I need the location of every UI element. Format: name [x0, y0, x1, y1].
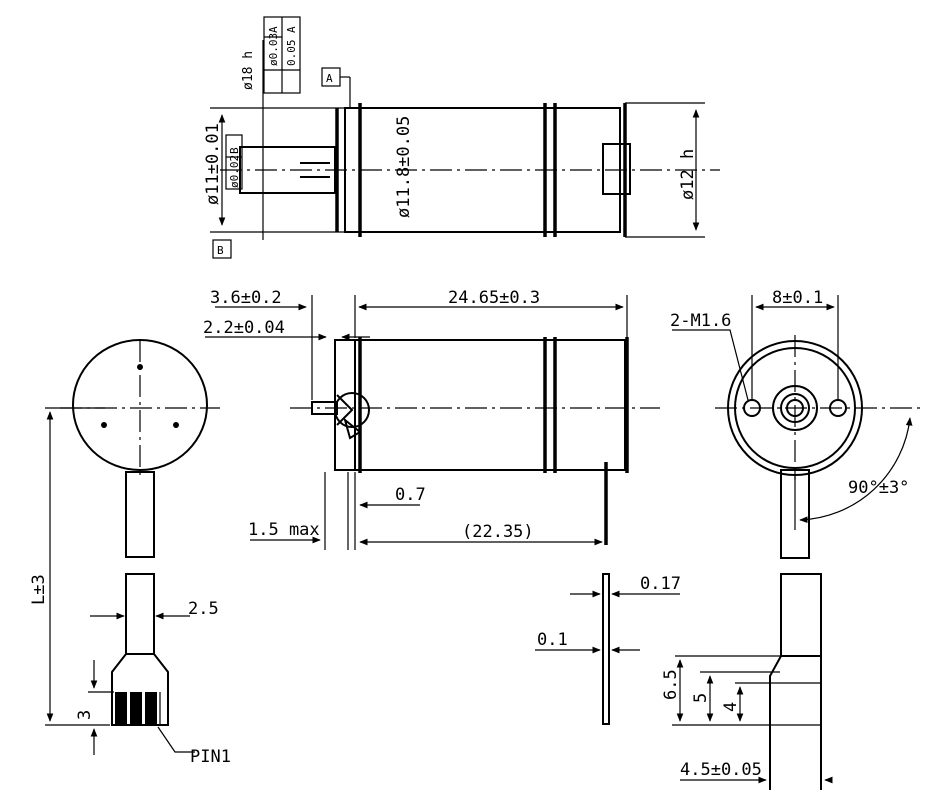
fcf-top: ø0.03 A 0.05 A	[263, 16, 301, 94]
datum-b: B	[217, 244, 224, 257]
shaft-fcf-box	[225, 134, 243, 190]
top-view: ø0.03 A 0.05 A ø18 h A B ø0.02 B ø11±0.0…	[203, 16, 720, 259]
dim-0-7-label: 0.7	[395, 485, 426, 505]
dim-24-65-label: 24.65±0.3	[448, 288, 540, 308]
dim-6-5-label: 6.5	[661, 669, 681, 700]
terminal-detail: 0.17 0.1	[535, 573, 681, 725]
fcf1-tol: ø0.03	[267, 33, 280, 66]
top-tol-label: ø18 h	[241, 51, 256, 90]
fcf2-tol: 0.05	[285, 40, 298, 67]
motor-diameter-label: ø12 h	[678, 149, 698, 200]
fcf1-ref: A	[267, 26, 280, 33]
datum-a: A	[326, 72, 333, 85]
dim-4-5-label: 4.5±0.05	[680, 760, 762, 780]
shaft-fcf-tol: ø0.02	[228, 155, 241, 188]
left-connector	[111, 653, 169, 726]
left-view: L±3 2.5 3 PIN1	[29, 339, 231, 767]
dim-8-label: 8±0.1	[772, 288, 823, 308]
dim-5-label: 5	[691, 693, 711, 703]
pin1-label: PIN1	[190, 747, 231, 767]
top-shaft	[239, 146, 336, 194]
fcf2-ref: A	[285, 26, 298, 33]
dim-0-17-label: 0.17	[640, 574, 681, 594]
terminal-blade	[602, 573, 610, 725]
left-cable-lower	[125, 573, 155, 655]
dim-2-2-label: 2.2±0.04	[203, 318, 285, 338]
side-view: 3.6±0.2 24.65±0.3 2.2±0.04 0.7 1.5 max (…	[203, 288, 660, 550]
angle-label: 90°±3°	[848, 478, 909, 498]
left-length-label: L±3	[29, 574, 49, 605]
left-pin-height-label: 3	[75, 710, 95, 720]
datum-b-box	[212, 239, 232, 259]
end-view: 8±0.1 2-M1.6 90°±3°	[670, 288, 920, 559]
body-diameter-label: ø11.8±0.05	[394, 116, 414, 218]
top-terminal-tab	[602, 143, 631, 195]
left-cable	[125, 471, 155, 558]
dim-4-label: 4	[721, 702, 741, 712]
side-shaft	[311, 401, 338, 415]
connector-detail: 6.5 5 4 4.5±0.05	[661, 573, 833, 790]
side-body	[354, 339, 626, 471]
dim-1-5-label: 1.5 max	[248, 520, 320, 540]
connector-cable	[780, 573, 822, 657]
holes-label: 2-M1.6	[670, 311, 731, 331]
shaft-fcf-ref: B	[228, 147, 241, 154]
shaft-diameter-label: ø11±0.01	[203, 123, 223, 205]
dim-3-6-label: 3.6±0.2	[210, 288, 282, 308]
dim-0-1-label: 0.1	[537, 630, 568, 650]
dim-22-35-label: (22.35)	[462, 522, 534, 542]
left-width-label: 2.5	[188, 599, 219, 619]
top-body	[344, 107, 621, 233]
